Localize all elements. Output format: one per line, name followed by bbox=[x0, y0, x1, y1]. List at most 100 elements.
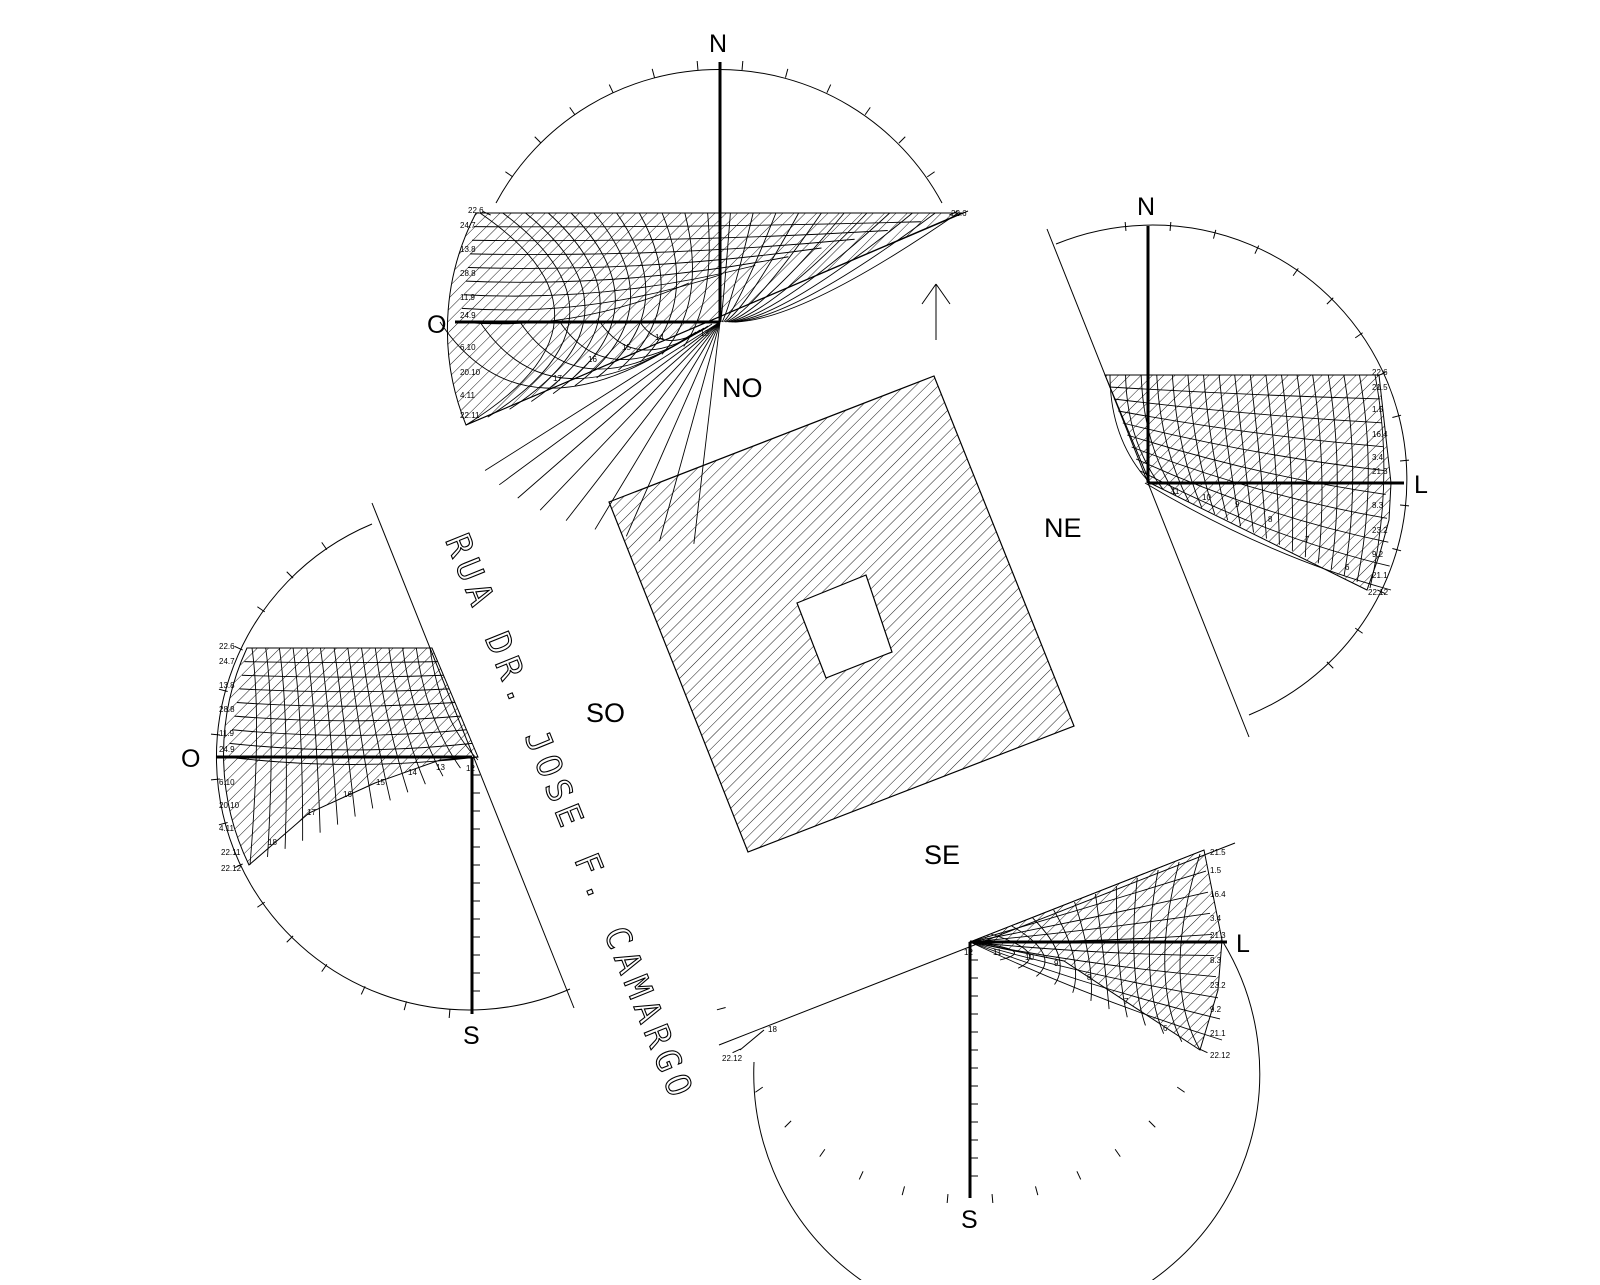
compass-s-so: S bbox=[463, 1022, 480, 1050]
compass-tick bbox=[1377, 371, 1386, 377]
date-curve bbox=[469, 238, 855, 256]
hour-curve bbox=[1125, 374, 1164, 490]
hour-label-se: 7 bbox=[1124, 997, 1129, 1006]
compass-tick bbox=[1399, 504, 1410, 507]
date-curve bbox=[969, 941, 1217, 978]
se-extra-date-label: 22.12 bbox=[722, 1054, 743, 1063]
hour-curve-lower bbox=[693, 321, 721, 544]
date-label-no: 6.10 bbox=[460, 343, 476, 352]
hour-curve bbox=[724, 212, 800, 323]
hour-curve bbox=[249, 647, 257, 866]
compass-tick bbox=[482, 210, 491, 216]
compass-s-se: S bbox=[961, 1206, 978, 1234]
hour-curve bbox=[727, 212, 845, 323]
date-label-no: 22.11 bbox=[460, 411, 480, 420]
hour-curve bbox=[1164, 861, 1183, 1043]
hour-curve bbox=[1179, 853, 1201, 1051]
sun-path-diagram-ne: N L 22.621.51.516.43.421.38.323.29.221.1… bbox=[1046, 193, 1428, 738]
orientation-label-ne: NE bbox=[1044, 513, 1082, 543]
hour-label-no: 16 bbox=[588, 355, 597, 364]
date-curve bbox=[969, 941, 1221, 1020]
compass-tick bbox=[569, 107, 576, 116]
hour-curve-lower bbox=[659, 321, 721, 542]
sun-path-diagram-se: L S 21.51.516.43.421.38.323.29.221.122.1… bbox=[716, 842, 1261, 1285]
hour-curve bbox=[278, 647, 287, 849]
compass-tick bbox=[257, 606, 266, 613]
hour-label-no: 14 bbox=[655, 333, 664, 342]
sun-path-diagram-so: O S 22.624.713.828.811.924.96.1020.104.1… bbox=[181, 523, 571, 1050]
building-block bbox=[608, 375, 1075, 853]
compass-tick bbox=[1399, 459, 1410, 462]
hour-label-ne: 7 bbox=[1305, 535, 1310, 544]
date-label-no: 20.10 bbox=[460, 368, 481, 377]
hour-label-se: 11 bbox=[993, 948, 1002, 957]
hour-curve bbox=[1234, 374, 1254, 533]
orientation-label-no: NO bbox=[722, 373, 763, 403]
hour-curve bbox=[552, 212, 616, 394]
compass-tick bbox=[505, 171, 514, 178]
hour-curve bbox=[1369, 374, 1385, 589]
hour-curve bbox=[1032, 917, 1061, 985]
hour-label-so: 18 bbox=[268, 838, 277, 847]
compass-tick bbox=[1354, 627, 1363, 634]
hour-label-so: 14 bbox=[408, 768, 417, 777]
date-curve bbox=[473, 221, 921, 228]
diagram-circle-so-top bbox=[216, 523, 373, 886]
hour-curve bbox=[729, 212, 868, 323]
date-curve bbox=[969, 941, 1215, 957]
compass-tick bbox=[1076, 1171, 1082, 1180]
hour-curve bbox=[726, 212, 822, 323]
hour-curve bbox=[1281, 374, 1294, 551]
hour-curve bbox=[402, 647, 444, 777]
date-label-so: 20.10 bbox=[219, 801, 240, 810]
date-label-ne: 16.4 bbox=[1372, 430, 1388, 439]
date-curve-lower bbox=[439, 321, 693, 389]
compass-n-ne: N bbox=[1137, 193, 1155, 221]
compass-tick bbox=[1254, 245, 1260, 254]
compass-tick bbox=[234, 645, 243, 651]
date-label-ne: 1.5 bbox=[1372, 405, 1384, 414]
hour-label-se: 8 bbox=[1087, 973, 1092, 982]
date-label-so: 11.9 bbox=[219, 729, 235, 738]
date-curve bbox=[239, 688, 450, 693]
hour-label-ne: 9 bbox=[1235, 500, 1240, 509]
compass-tick bbox=[946, 1193, 949, 1204]
date-curve bbox=[461, 273, 723, 311]
date-label-ne: 22.12 bbox=[1368, 588, 1389, 597]
diagram-circle-ne bbox=[1055, 224, 1408, 716]
compass-n-no: N bbox=[709, 30, 727, 58]
date-label-se: 22.12 bbox=[1210, 1051, 1231, 1060]
compass-tick bbox=[741, 60, 744, 71]
hour-curve-lower bbox=[565, 321, 721, 521]
hour-label-so: 17 bbox=[307, 808, 316, 817]
date-curve bbox=[241, 674, 444, 678]
date-label-se: 9.2 bbox=[1210, 1005, 1222, 1014]
compass-tick bbox=[901, 1186, 906, 1196]
hour-curve bbox=[487, 212, 571, 418]
compass-tick bbox=[1124, 221, 1127, 232]
date-label-no: 24.9 bbox=[460, 311, 476, 320]
hour-curve bbox=[1156, 374, 1190, 502]
hour-curve bbox=[1218, 374, 1242, 527]
compass-tick bbox=[1326, 297, 1334, 305]
hour-curve bbox=[292, 647, 304, 841]
hour-curve bbox=[1265, 374, 1280, 545]
diagram-circle-se bbox=[753, 941, 1261, 1285]
hour-label-se: 10 bbox=[1025, 953, 1034, 962]
hour-curve bbox=[1343, 374, 1354, 576]
hour-curve bbox=[596, 212, 647, 379]
date-label-se: 1.5 bbox=[1210, 866, 1222, 875]
compass-tick bbox=[448, 1008, 451, 1019]
compass-tick bbox=[286, 571, 294, 579]
hour-curve bbox=[388, 647, 426, 785]
date-label-so: 4.11 bbox=[219, 824, 235, 833]
hour-curve-lower bbox=[594, 321, 721, 530]
date-curve bbox=[969, 849, 1205, 943]
compass-tick bbox=[991, 1193, 994, 1204]
date-label-ne: 21.3 bbox=[1372, 467, 1388, 476]
compass-tick bbox=[1176, 1086, 1185, 1093]
hour-label-ne: 6 bbox=[1345, 563, 1350, 572]
date-curve bbox=[1131, 446, 1388, 519]
hour-curve bbox=[306, 647, 321, 833]
